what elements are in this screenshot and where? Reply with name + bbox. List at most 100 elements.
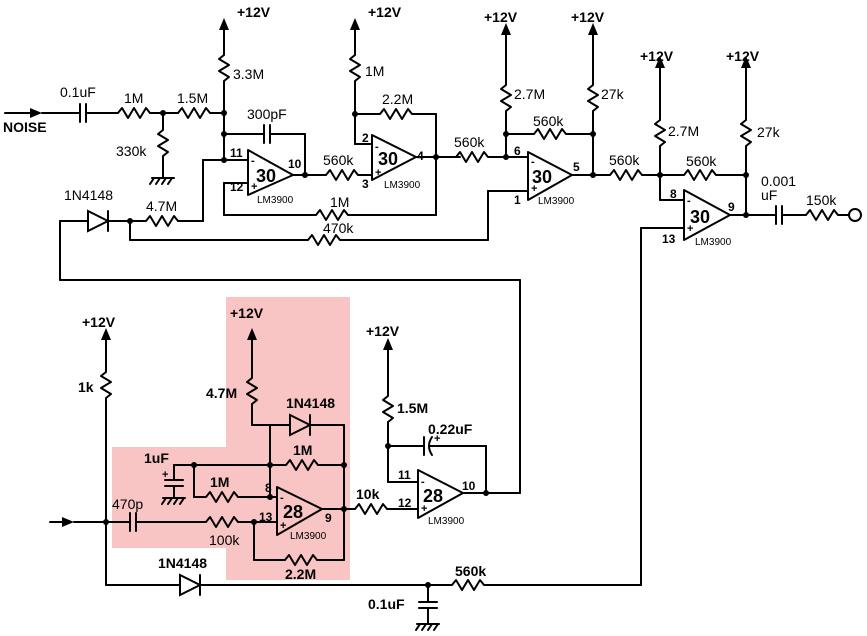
- r-560k-c-label: 560k: [533, 113, 564, 129]
- svg-text:30: 30: [256, 166, 276, 186]
- r-2-7m-label: 2.7M: [514, 86, 545, 102]
- opamp-u30-4: [683, 189, 731, 241]
- supply-6: +12V: [726, 48, 760, 64]
- r-2-2m-label: 2.2M: [382, 91, 413, 107]
- supply-9: +12V: [366, 323, 400, 339]
- svg-text:+: +: [280, 520, 286, 532]
- diode-bot-label: 1N4148: [158, 555, 207, 571]
- r-1m-fb-label: 1M: [330, 194, 349, 210]
- svg-text:+: +: [375, 167, 381, 179]
- supply-7: +12V: [82, 314, 116, 330]
- r-330k-label: 330k: [116, 143, 147, 159]
- svg-text:13: 13: [662, 232, 676, 246]
- svg-text:10: 10: [288, 157, 302, 171]
- svg-text:+: +: [687, 223, 693, 235]
- supply-1: +12V: [237, 4, 271, 20]
- supply-3: +12V: [484, 9, 518, 25]
- svg-text:11: 11: [398, 468, 411, 482]
- cap-0-22uf-label: 0.22uF: [428, 421, 473, 437]
- output-terminal: [848, 208, 862, 222]
- svg-text:5: 5: [573, 160, 580, 174]
- svg-text:6: 6: [514, 144, 521, 158]
- svg-text:30: 30: [532, 167, 552, 187]
- opamp-u28-2: [417, 469, 464, 519]
- r-560k-b-label: 560k: [454, 134, 485, 150]
- svg-text:-: -: [251, 155, 255, 167]
- svg-text:LM3900: LM3900: [695, 237, 732, 248]
- r-27k-label: 27k: [601, 86, 625, 102]
- opamp-u30-3: [527, 151, 573, 201]
- svg-text:-: -: [421, 476, 425, 488]
- r-560k-a-label: 560k: [323, 152, 354, 168]
- svg-text:8: 8: [670, 187, 677, 201]
- r-4-7m-label: 4.7M: [146, 198, 177, 214]
- svg-text:-: -: [375, 141, 379, 153]
- cap-470p-label: 470p: [112, 496, 143, 512]
- r-4-7m-b-label: 4.7M: [206, 385, 237, 401]
- svg-text:11: 11: [230, 146, 243, 160]
- opamp-u30-2: [371, 134, 417, 181]
- svg-text:-: -: [531, 156, 535, 168]
- noise-label: NOISE: [3, 119, 47, 135]
- svg-text:+: +: [162, 469, 168, 481]
- svg-text:LM3900: LM3900: [428, 516, 465, 527]
- svg-text:+: +: [434, 433, 440, 445]
- r-470k-label: 470k: [323, 220, 354, 236]
- svg-text:8: 8: [265, 481, 272, 495]
- diode-top-label: 1N4148: [64, 187, 113, 203]
- r-1m-d-label: 1M: [210, 474, 229, 490]
- svg-text:-: -: [280, 492, 284, 504]
- r-100k-label: 100k: [209, 532, 240, 548]
- svg-text:LM3900: LM3900: [290, 531, 327, 542]
- supply-5: +12V: [640, 48, 674, 64]
- r-27k-b-label: 27k: [757, 124, 781, 140]
- r-150k-label: 150k: [806, 192, 837, 208]
- svg-text:LM3900: LM3900: [538, 196, 575, 207]
- r-3-3m-label: 3.3M: [233, 66, 264, 82]
- svg-text:12: 12: [398, 496, 412, 510]
- r-1k-label: 1k: [78, 379, 94, 395]
- svg-text:1: 1: [514, 193, 521, 207]
- r-2-2m-b-label: 2.2M: [285, 566, 316, 582]
- r-1-5m-label: 1.5M: [177, 90, 208, 106]
- svg-text:+: +: [251, 181, 257, 193]
- r-1m-c-label: 1M: [293, 442, 312, 458]
- svg-text:+: +: [421, 503, 427, 515]
- supply-4: +12V: [571, 9, 605, 25]
- svg-text:30: 30: [378, 149, 398, 169]
- cap-300pf-label: 300pF: [247, 106, 287, 122]
- svg-text:9: 9: [728, 200, 735, 214]
- svg-text:3: 3: [362, 177, 369, 191]
- svg-text:28: 28: [283, 502, 303, 522]
- r-2-7m-b-label: 2.7M: [668, 123, 699, 139]
- svg-text:4: 4: [417, 149, 424, 163]
- cap-out-label-2: uF: [761, 187, 777, 203]
- svg-text:2: 2: [362, 131, 369, 145]
- opamp-u30-1: [247, 149, 294, 196]
- r-10k-label: 10k: [356, 486, 380, 502]
- svg-text:9: 9: [325, 511, 332, 525]
- svg-text:13: 13: [259, 510, 273, 524]
- r-560k-e-label: 560k: [686, 153, 717, 169]
- supply-2: +12V: [368, 4, 402, 20]
- cap-0-1uf-b-label: 0.1uF: [368, 596, 405, 612]
- highlighted-region: [112, 297, 350, 580]
- r-560k-f-label: 560k: [455, 563, 486, 579]
- r-560k-d-label: 560k: [609, 152, 640, 168]
- svg-text:12: 12: [230, 180, 244, 194]
- svg-text:28: 28: [423, 486, 443, 506]
- diode-mid-label: 1N4148: [286, 395, 335, 411]
- svg-text:-: -: [687, 195, 691, 207]
- r-1m-label: 1M: [124, 90, 143, 106]
- r-1m-b-label: 1M: [365, 63, 384, 79]
- cap-1uf-label: 1uF: [144, 450, 169, 466]
- opamp-u28-1: [276, 486, 323, 536]
- svg-text:LM3900: LM3900: [257, 195, 294, 206]
- r-1-5m-b-label: 1.5M: [397, 400, 428, 416]
- noise-input-arrow: [4, 108, 81, 118]
- supply-8: +12V: [230, 305, 264, 321]
- svg-text:LM3900: LM3900: [384, 180, 421, 191]
- svg-text:10: 10: [462, 479, 476, 493]
